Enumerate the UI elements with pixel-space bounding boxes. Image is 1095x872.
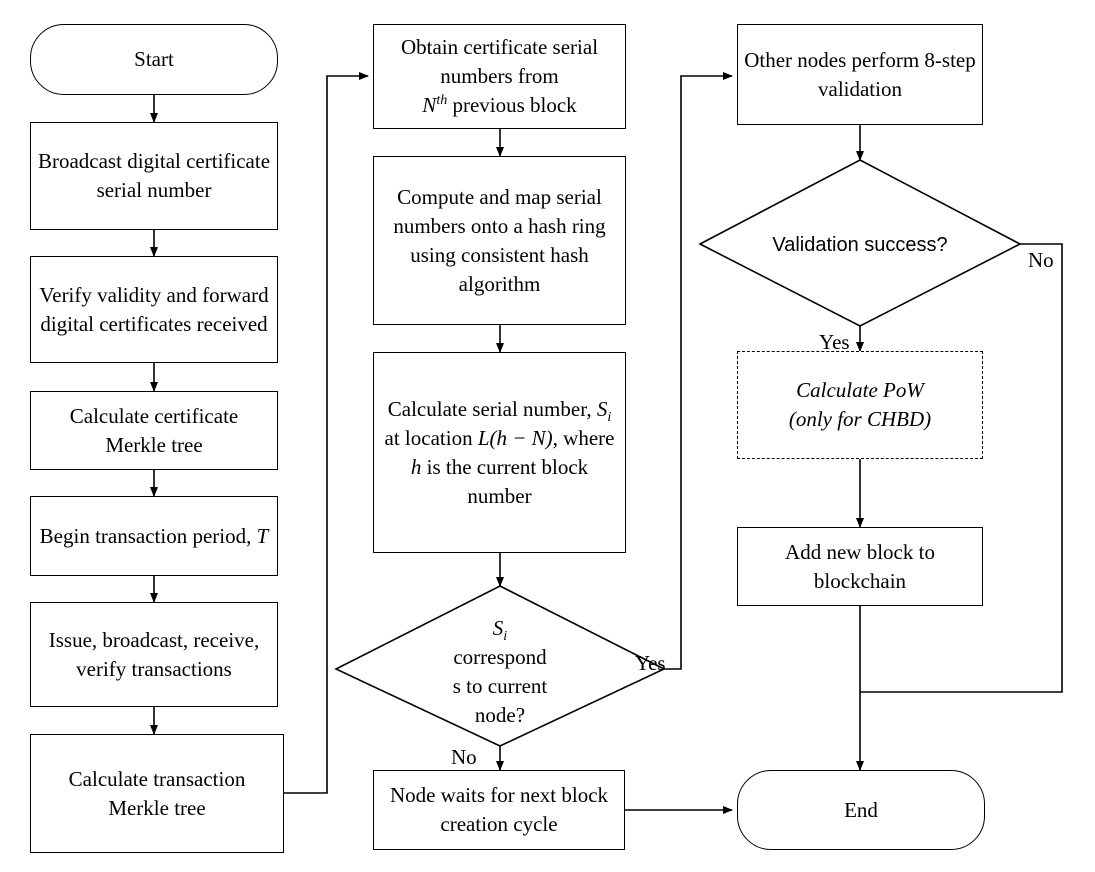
edge-validation-no-loop: [860, 243, 1063, 693]
end-terminal: End: [737, 770, 985, 850]
begin-period-box: Begin transaction period, T: [30, 496, 278, 576]
start-terminal: Start: [30, 24, 278, 95]
node-waits-label: Node waits for next block creation cycle: [389, 783, 609, 836]
edge-decision-yes-to-othernodes: [664, 72, 733, 670]
other-nodes-label: Other nodes perform 8-step validation: [744, 47, 976, 101]
issue-transactions-label: Issue, broadcast, receive, verify transa…: [48, 627, 260, 681]
add-block-label: Add new block to blockchain: [785, 539, 935, 593]
calc-pow-label: Calculate PoW (only for CHBD): [788, 378, 932, 431]
decision-node-label: Si correspond s to current node?: [452, 616, 548, 727]
calc-serial-label: Calculate serial number, Si at location …: [384, 396, 615, 508]
calc-cert-merkle-box: Calculate certificate Merkle tree: [30, 391, 278, 470]
add-block-box: Add new block to blockchain: [737, 527, 983, 606]
end-label: End: [844, 797, 878, 822]
validation-success-diamond: [698, 159, 1022, 327]
verify-forward-label: Verify validity and forward digital cert…: [39, 282, 269, 336]
issue-transactions-box: Issue, broadcast, receive, verify transa…: [30, 602, 278, 707]
validation-success-label: Validation success?: [772, 233, 948, 256]
period-variable: T: [256, 523, 269, 548]
decision-node-diamond: [334, 585, 666, 747]
broadcast-serial-box: Broadcast digital certificate serial num…: [30, 122, 278, 230]
start-label: Start: [134, 47, 174, 71]
calc-serial-box: Calculate serial number, Si at location …: [373, 352, 626, 553]
obtain-serials-label: Obtain certificate serial numbers from N…: [400, 35, 599, 117]
validation-yes-label: Yes: [819, 330, 850, 354]
other-nodes-box: Other nodes perform 8-step validation: [737, 24, 983, 125]
node-waits-box: Node waits for next block creation cycle: [373, 770, 625, 850]
compute-map-label: Compute and map serial numbers onto a ha…: [393, 184, 606, 296]
verify-forward-box: Verify validity and forward digital cert…: [30, 256, 278, 363]
decision-no-label: No: [451, 745, 477, 769]
edge-txmerkle-to-obtain: [284, 72, 369, 794]
obtain-serials-box: Obtain certificate serial numbers from N…: [373, 24, 626, 129]
broadcast-serial-label: Broadcast digital certificate serial num…: [37, 149, 271, 202]
calc-tx-merkle-label: Calculate transaction Merkle tree: [68, 766, 246, 820]
calc-tx-merkle-box: Calculate transaction Merkle tree: [30, 734, 284, 853]
calc-pow-box: Calculate PoW (only for CHBD): [737, 351, 983, 459]
begin-period-label: Begin transaction period, T: [39, 523, 269, 548]
compute-map-box: Compute and map serial numbers onto a ha…: [373, 156, 626, 325]
decision-yes-label: Yes: [635, 651, 666, 675]
validation-no-label: No: [1028, 248, 1054, 272]
calc-cert-merkle-label: Calculate certificate Merkle tree: [69, 403, 239, 457]
